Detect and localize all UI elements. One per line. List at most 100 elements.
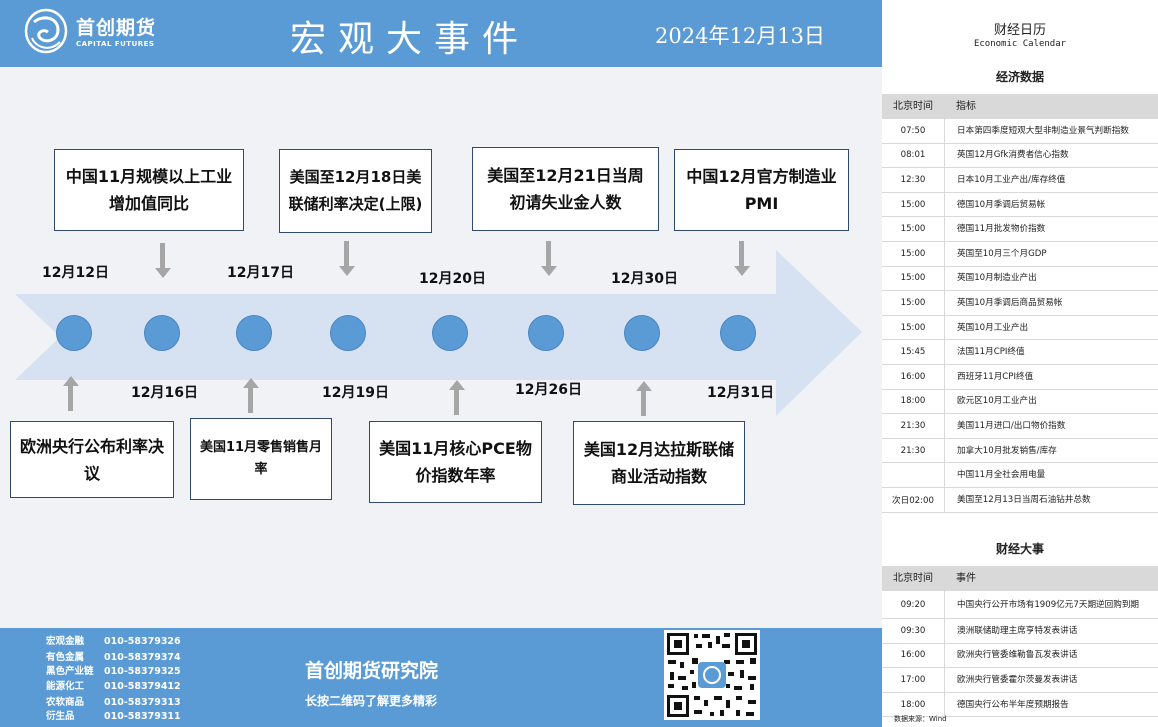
table-row: 中国11月全社会用电量 <box>882 463 1158 488</box>
poster: 首创期货 CAPITAL FUTURES 宏观大事件 2024年12月13日 中… <box>0 0 882 727</box>
timeline-date: 12月16日 <box>131 385 198 401</box>
timeline-date: 12月20日 <box>419 271 486 287</box>
col-header-event: 事件 <box>956 573 976 584</box>
row-text: 英国12月Gfk消费者信心指数 <box>957 150 1069 161</box>
row-text: 德国央行公布半年度预期报告 <box>957 699 1069 710</box>
row-text: 欧元区10月工业产出 <box>957 396 1037 407</box>
timeline-dot <box>528 315 564 351</box>
timeline-date: 12月26日 <box>515 382 582 398</box>
row-text: 美国至12月13日当周石油钻井总数 <box>957 494 1091 505</box>
row-time: 09:30 <box>882 619 945 643</box>
row-time: 09:20 <box>882 591 945 618</box>
arrow-down-icon <box>541 241 557 276</box>
arrow-up-icon <box>243 378 259 413</box>
row-time: 15:00 <box>882 291 945 315</box>
capital-futures-logo-icon <box>24 8 68 54</box>
row-time: 15:45 <box>882 340 945 364</box>
row-text: 德国10月季调后贸易帐 <box>957 199 1046 210</box>
row-time: 12:30 <box>882 168 945 192</box>
timeline-date: 12月17日 <box>227 265 294 281</box>
event-box-bottom: 欧洲央行公布利率决议 <box>10 421 174 498</box>
row-time: 08:01 <box>882 143 945 168</box>
event-box-top: 中国12月官方制造业PMI <box>674 149 849 231</box>
row-time: 16:00 <box>882 643 945 668</box>
row-time: 21:30 <box>882 414 945 438</box>
event-box-bottom: 美国12月达拉斯联储商业活动指数 <box>573 421 745 505</box>
timeline-date: 12月30日 <box>611 271 678 287</box>
table-row: 15:00 英国10月季调后商品贸易帐 <box>882 291 1158 316</box>
row-text: 欧洲央行管委霍尔茨曼发表讲话 <box>957 674 1078 685</box>
econ-data-title: 经济数据 <box>995 70 1044 84</box>
timeline-date: 12月12日 <box>42 265 109 281</box>
row-time: 16:00 <box>882 364 945 389</box>
row-time: 18:00 <box>882 389 945 414</box>
timeline-dot <box>236 315 272 351</box>
row-text: 西班牙11月CPI终值 <box>957 371 1034 382</box>
event-box-bottom: 美国11月核心PCE物价指数年率 <box>369 421 542 503</box>
row-text: 澳洲联储助理主席亨特发表讲话 <box>957 625 1078 636</box>
arrow-down-icon <box>155 243 171 278</box>
calendar-title-en: Economic Calendar <box>973 39 1067 49</box>
timeline-date: 12月31日 <box>707 385 774 401</box>
row-text: 中国11月全社会用电量 <box>957 470 1046 481</box>
row-time: 15:00 <box>882 241 945 266</box>
row-time: 15:00 <box>882 217 945 241</box>
row-text: 英国至10月三个月GDP <box>957 248 1047 259</box>
arrow-down-icon <box>339 241 355 276</box>
timeline-dot <box>720 315 756 351</box>
row-text: 英国10月季调后商品贸易帐 <box>957 297 1063 308</box>
col-header-time: 北京时间 <box>893 101 933 112</box>
table-row: 18:00 德国央行公布半年度预期报告 <box>882 692 1158 718</box>
timeline-dot <box>432 315 468 351</box>
header-bar: 首创期货 CAPITAL FUTURES 宏观大事件 2024年12月13日 <box>0 0 882 67</box>
calendar-title: 财经日历 <box>993 23 1046 38</box>
timeline-dot <box>624 315 660 351</box>
table-row: 08:01 英国12月Gfk消费者信心指数 <box>882 143 1158 169</box>
row-text: 英国10月制造业产出 <box>957 273 1037 284</box>
table-row: 17:00 欧洲央行管委霍尔茨曼发表讲话 <box>882 668 1158 693</box>
event-box-top: 美国至12月18日美联储利率决定(上限) <box>279 149 432 233</box>
table-header: 北京时间 指标 <box>882 94 1158 119</box>
row-time: 18:00 <box>882 692 945 717</box>
qr-code-icon[interactable] <box>664 630 760 720</box>
events-title: 财经大事 <box>995 542 1044 556</box>
row-time: 15:00 <box>882 315 945 340</box>
event-box-top: 中国11月规模以上工业增加值同比 <box>54 149 244 231</box>
arrow-up-icon <box>449 380 465 415</box>
footer-title: 首创期货研究院 <box>305 660 439 682</box>
row-time <box>882 463 945 487</box>
data-source: 数据来源：Wind <box>894 715 947 723</box>
page-title: 宏观大事件 <box>289 19 530 60</box>
row-text: 欧洲央行管委维勒鲁瓦发表讲话 <box>957 650 1078 661</box>
row-time: 21:30 <box>882 438 945 463</box>
arrow-up-icon <box>636 381 652 416</box>
timeline-dot <box>144 315 180 351</box>
logo-text-en: CAPITAL FUTURES <box>76 40 155 48</box>
report-date: 2024年12月13日 <box>655 24 825 48</box>
table-row: 16:00 西班牙11月CPI终值 <box>882 364 1158 390</box>
arrow-up-icon <box>63 376 79 411</box>
col-header-time: 北京时间 <box>893 573 933 584</box>
timeline-date: 12月19日 <box>322 385 389 401</box>
row-time: 17:00 <box>882 668 945 692</box>
table-row: 15:00 英国至10月三个月GDP <box>882 241 1158 267</box>
economic-calendar-panel: 财经日历 Economic Calendar 经济数据 北京时间 指标 07:5… <box>882 0 1158 727</box>
